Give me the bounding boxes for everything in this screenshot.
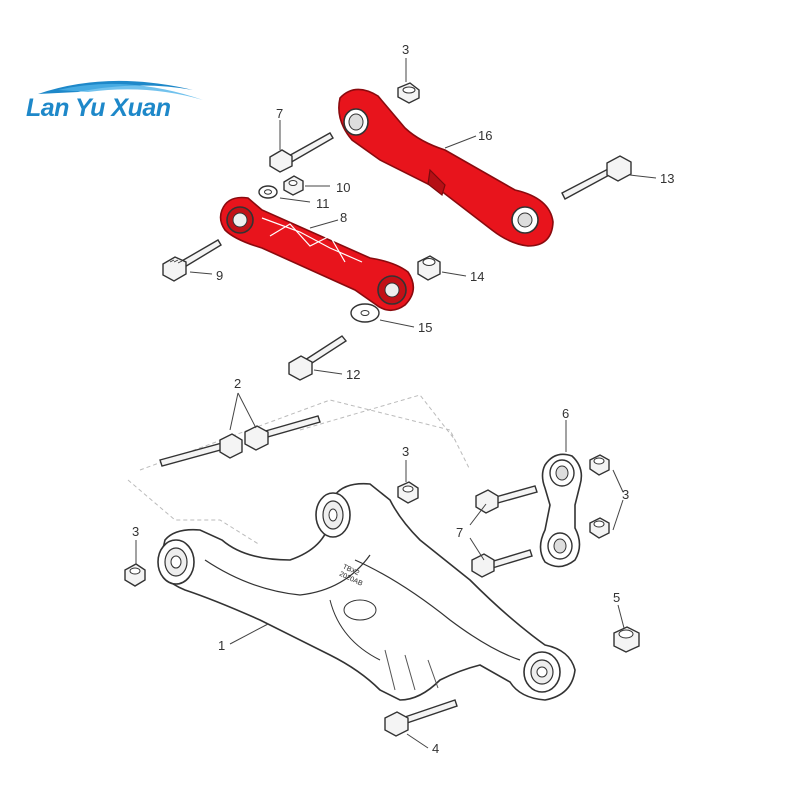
callout-3-middle: 3 [402,444,409,459]
washer-15 [350,303,380,323]
end-link-6 [539,453,583,568]
logo-text: Lan Yu Xuan [26,94,171,122]
leader-lines [135,58,657,749]
callout-8: 8 [340,210,347,225]
callout-7-lower: 7 [456,525,463,540]
callout-12: 12 [346,367,360,382]
bolt-12 [288,335,348,381]
callout-7-top: 7 [276,106,283,121]
callout-6: 6 [562,406,569,421]
red-control-link-16 [338,88,554,247]
bolt-4 [384,699,458,737]
logo-swoosh-icon [38,80,203,100]
callout-1: 1 [218,638,225,653]
nut-3-right-upper [589,454,610,476]
callout-2: 2 [234,376,241,391]
bolt-2-right [244,415,321,451]
callout-3-left: 3 [132,524,139,539]
bolt-13 [561,155,632,200]
red-control-link-8 [219,196,415,312]
bolt-2-left [159,433,243,467]
brand-logo: Lan Yu Xuan [18,72,218,142]
bushing-5 [613,626,640,653]
callout-3-right: 3 [622,487,629,502]
callout-labels: 3 7 16 10 11 8 9 13 14 15 12 2 3 3 6 3 7… [132,42,674,756]
washer-11 [258,185,278,199]
callout-15: 15 [418,320,432,335]
callout-13: 13 [660,171,674,186]
callout-10: 10 [336,180,350,195]
nut-3-left [124,563,146,587]
callout-11: 11 [316,196,330,211]
bolt-9 [162,239,222,282]
bolt-7-lower [471,549,533,578]
callout-9: 9 [216,268,223,283]
nut-3-right-lower [589,517,610,539]
callout-5: 5 [613,590,620,605]
bolt-7-upper [475,485,538,514]
callout-16: 16 [478,128,492,143]
bushing-14 [417,255,441,281]
nut-3-middle [397,481,419,504]
lower-control-arm-1: TBX2 2020AB [157,482,576,701]
callout-4: 4 [432,741,439,756]
callout-14: 14 [470,269,484,284]
reference-dashed-lines [127,394,471,546]
bolt-7-top [269,132,334,173]
callout-3-top: 3 [402,42,409,57]
nut-3-top [397,82,420,104]
nut-10 [283,175,304,196]
